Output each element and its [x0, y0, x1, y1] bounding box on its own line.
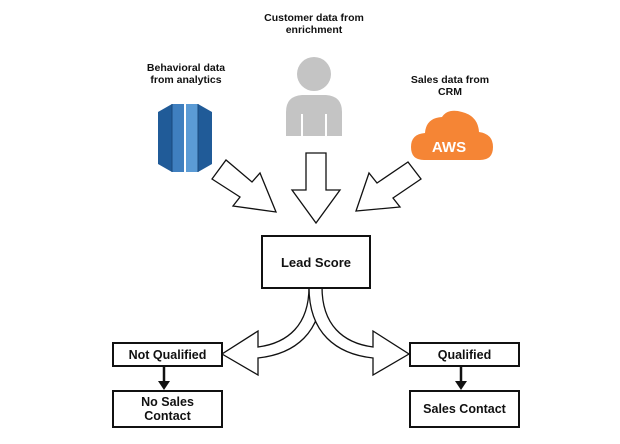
sales-contact-label: Sales Contact: [423, 402, 506, 416]
analytics-arrow: [211, 159, 278, 213]
qualified-arrow: [308, 286, 411, 377]
not-qualified-down-arrow: [158, 367, 170, 390]
not-qualified-arrow: [220, 286, 323, 377]
person-icon: [286, 57, 342, 136]
enrichment-source-label: Customer data from enrichment: [264, 12, 364, 36]
aws-logo-text: AWS: [432, 139, 466, 156]
crm-source-label: Sales data from CRM: [410, 74, 490, 98]
qualified-box: Qualified: [409, 342, 520, 367]
enrichment-arrow: [290, 152, 342, 225]
qualified-label: Qualified: [437, 347, 492, 362]
qualified-down-arrow: [455, 367, 467, 390]
aws-cloud-icon: AWS: [411, 110, 493, 160]
lead-score-label: Lead Score: [280, 254, 352, 270]
not-qualified-box: Not Qualified: [112, 342, 223, 367]
no-sales-contact-box: No Sales Contact: [112, 390, 223, 428]
database-icon: [158, 104, 212, 172]
lead-score-box: Lead Score: [261, 235, 371, 289]
sales-contact-box: Sales Contact: [409, 390, 520, 428]
not-qualified-label: Not Qualified: [128, 347, 207, 362]
analytics-source-label: Behavioral data from analytics: [146, 62, 226, 86]
no-sales-contact-label: No Sales Contact: [141, 395, 194, 423]
crm-arrow: [355, 161, 422, 212]
